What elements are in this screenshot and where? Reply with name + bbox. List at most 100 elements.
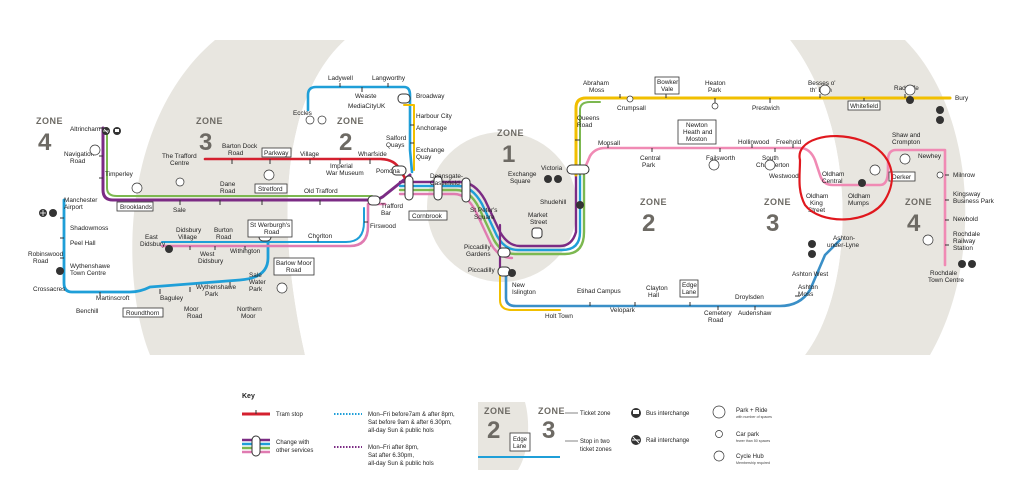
station-shadowmoss: Shadowmoss (70, 225, 108, 232)
interchange-pomona (391, 165, 407, 176)
bury-line-green (579, 101, 601, 176)
station-mediacityuk: MediaCityUK (348, 103, 386, 110)
station-ashton-west: Ashton West (792, 271, 828, 278)
station-newbold: Newbold (953, 216, 978, 223)
park-ride-icon (89, 144, 101, 156)
station-benchill: Benchill (76, 308, 98, 315)
station-weaste: Weaste (355, 93, 377, 100)
station-whitefield: Whitefield (850, 103, 879, 110)
station-box-derker (888, 171, 916, 182)
station-piccadilly: Piccadilly (468, 267, 495, 274)
rail-interchange-icon (936, 116, 944, 124)
altrincham-line (101, 126, 412, 202)
rochdale-line (582, 146, 947, 267)
key-cycle-sub: Membership required (736, 461, 770, 465)
station-box-newton-heath (677, 119, 717, 145)
station-wharfside: Wharfside (358, 151, 387, 158)
station-stretford: Stretford (258, 186, 283, 193)
zone-number-2-right: 2 (642, 210, 655, 237)
bury-line (574, 96, 952, 177)
zone-number-3-right: 3 (766, 210, 779, 237)
station-crossacres: Crossacres (33, 286, 65, 293)
station-milnrow: Milnrow (953, 172, 975, 179)
station-old-trafford: Old Trafford (304, 188, 338, 195)
map-icons (39, 84, 976, 294)
station-box-bowker-vale (654, 76, 680, 95)
station-velopark: Velopark (610, 307, 636, 314)
bus-interchange-icon (808, 250, 816, 258)
interchange-cornbrook (404, 175, 414, 201)
airport-icon (39, 209, 47, 217)
park-ride-icon (712, 405, 726, 419)
station-peel-hall: Peel Hall (70, 240, 96, 247)
zone-label-4-left: ZONE (36, 116, 63, 126)
zone-label-1: ZONE (497, 128, 524, 138)
station-harbour-city: Harbour City (416, 113, 453, 120)
zone-label-2-right: ZONE (640, 197, 667, 207)
bus-interchange-icon (56, 267, 64, 275)
key-zone-word-b: ZONE (538, 406, 565, 416)
park-ride-icon (764, 159, 776, 171)
car-park-icon (317, 115, 327, 125)
interchange-st-peters (461, 177, 471, 203)
east-didsbury-line-b (161, 207, 365, 243)
rail-interchange-icon (508, 269, 516, 277)
key-park-ride-sub: with number of spaces (736, 415, 772, 419)
key-rail: Rail interchange (646, 438, 690, 444)
car-park-icon (711, 102, 719, 110)
interchange-harbour-city (397, 93, 411, 104)
station-village: Village (300, 151, 320, 158)
interchange-victoria (566, 164, 590, 175)
car-park-icon (936, 171, 944, 179)
bus-interchange-icon (958, 260, 966, 268)
station-eccles: Eccles (293, 110, 312, 117)
interchange-piccadilly (497, 266, 511, 277)
station-box-brooklands (116, 201, 154, 212)
bus-interchange-icon (576, 201, 584, 209)
station-hollinwood: Hollinwood (738, 139, 770, 146)
key-zone-word-a: ZONE (484, 406, 511, 416)
car-park-icon (715, 430, 723, 438)
station-victoria: Victoria (541, 165, 563, 172)
interchange-market-street (531, 227, 543, 239)
park-ride-icon (263, 169, 275, 181)
annotation-circle (798, 135, 893, 221)
rail-interchange-icon (554, 175, 562, 183)
key-zone-b: 3 (542, 417, 555, 444)
key-title: Key (242, 393, 255, 400)
bus-interchange-icon (906, 96, 914, 104)
station-box-barlow-moor (273, 257, 315, 276)
station-failsworth: Failsworth (706, 155, 736, 162)
zone-label-3-left: ZONE (196, 116, 223, 126)
key-cycle: Cycle Hub (736, 454, 764, 460)
ashton-line (504, 238, 842, 308)
station-baguley: Baguley (160, 295, 184, 302)
station-box-cornbrook (408, 210, 448, 221)
station-sale: Sale (173, 207, 186, 214)
station-box-parkway (261, 147, 292, 158)
car-park-icon (305, 115, 315, 125)
